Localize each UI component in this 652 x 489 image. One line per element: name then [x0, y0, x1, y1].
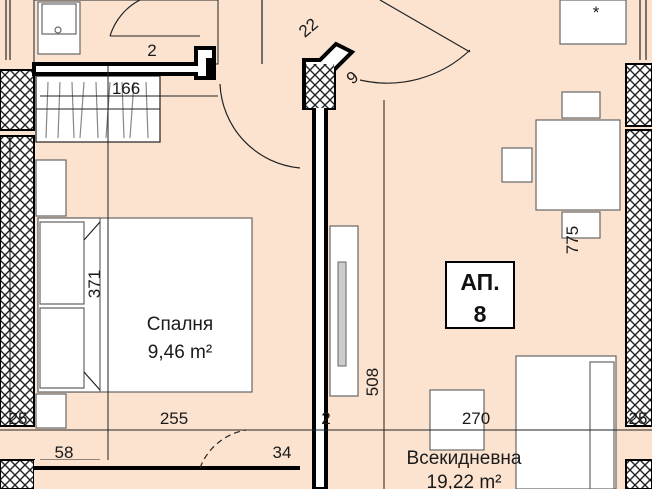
- left-wall-top: [0, 69, 35, 131]
- dim-25-right: 25: [629, 409, 648, 428]
- dim-255: 255: [160, 409, 188, 428]
- bottom-wall: [34, 460, 302, 489]
- left-wall-bottom: [0, 459, 35, 489]
- dim-58: 58: [55, 443, 74, 462]
- dim-2-top: 2: [147, 41, 156, 60]
- star-mark: *: [593, 3, 600, 22]
- dim-34: 34: [273, 443, 292, 462]
- chair-left: [501, 147, 533, 183]
- closet-hangers: [45, 81, 149, 139]
- kitchen-counter: [559, 0, 627, 45]
- apartment-label-line1: АП.: [460, 269, 499, 295]
- right-wall-2: [625, 129, 652, 427]
- right-wall-bottom: [625, 459, 652, 489]
- dim-371: 371: [85, 270, 104, 298]
- dining-table: [535, 119, 621, 211]
- chair-bottom: [561, 211, 601, 239]
- living-room-name: Всекидневна: [407, 448, 522, 469]
- nightstand-top: [35, 159, 67, 217]
- dim-270: 270: [462, 409, 490, 428]
- dim-25-left: 25: [9, 409, 28, 428]
- sofa-seat: [429, 389, 485, 451]
- sink-drain: [54, 26, 62, 34]
- bed-pillow-bottom: [39, 307, 85, 389]
- dim-2-mid: 2: [321, 409, 330, 428]
- apartment-label-number: 8: [474, 301, 487, 327]
- door-swing-entrance: [359, 49, 471, 84]
- nightstand-bottom: [35, 393, 67, 429]
- living-room-area: 19,22 m²: [427, 472, 502, 489]
- bedroom-area: 9,46 m²: [148, 342, 212, 363]
- chair-top: [561, 91, 601, 119]
- dim-166: 166: [112, 79, 140, 98]
- bedroom-name: Спалня: [147, 314, 213, 335]
- dim-775: 775: [563, 226, 582, 254]
- bed-pillow-top: [39, 221, 85, 305]
- tv-screen: [337, 261, 347, 367]
- sofa-back: [589, 361, 615, 489]
- right-wall: [625, 63, 652, 127]
- dim-508: 508: [363, 368, 382, 396]
- apartment-label-box: [445, 261, 515, 329]
- left-wall: [0, 135, 35, 427]
- door-swing-bedroom: [219, 83, 301, 169]
- door-swing-bathroom: [109, 0, 141, 37]
